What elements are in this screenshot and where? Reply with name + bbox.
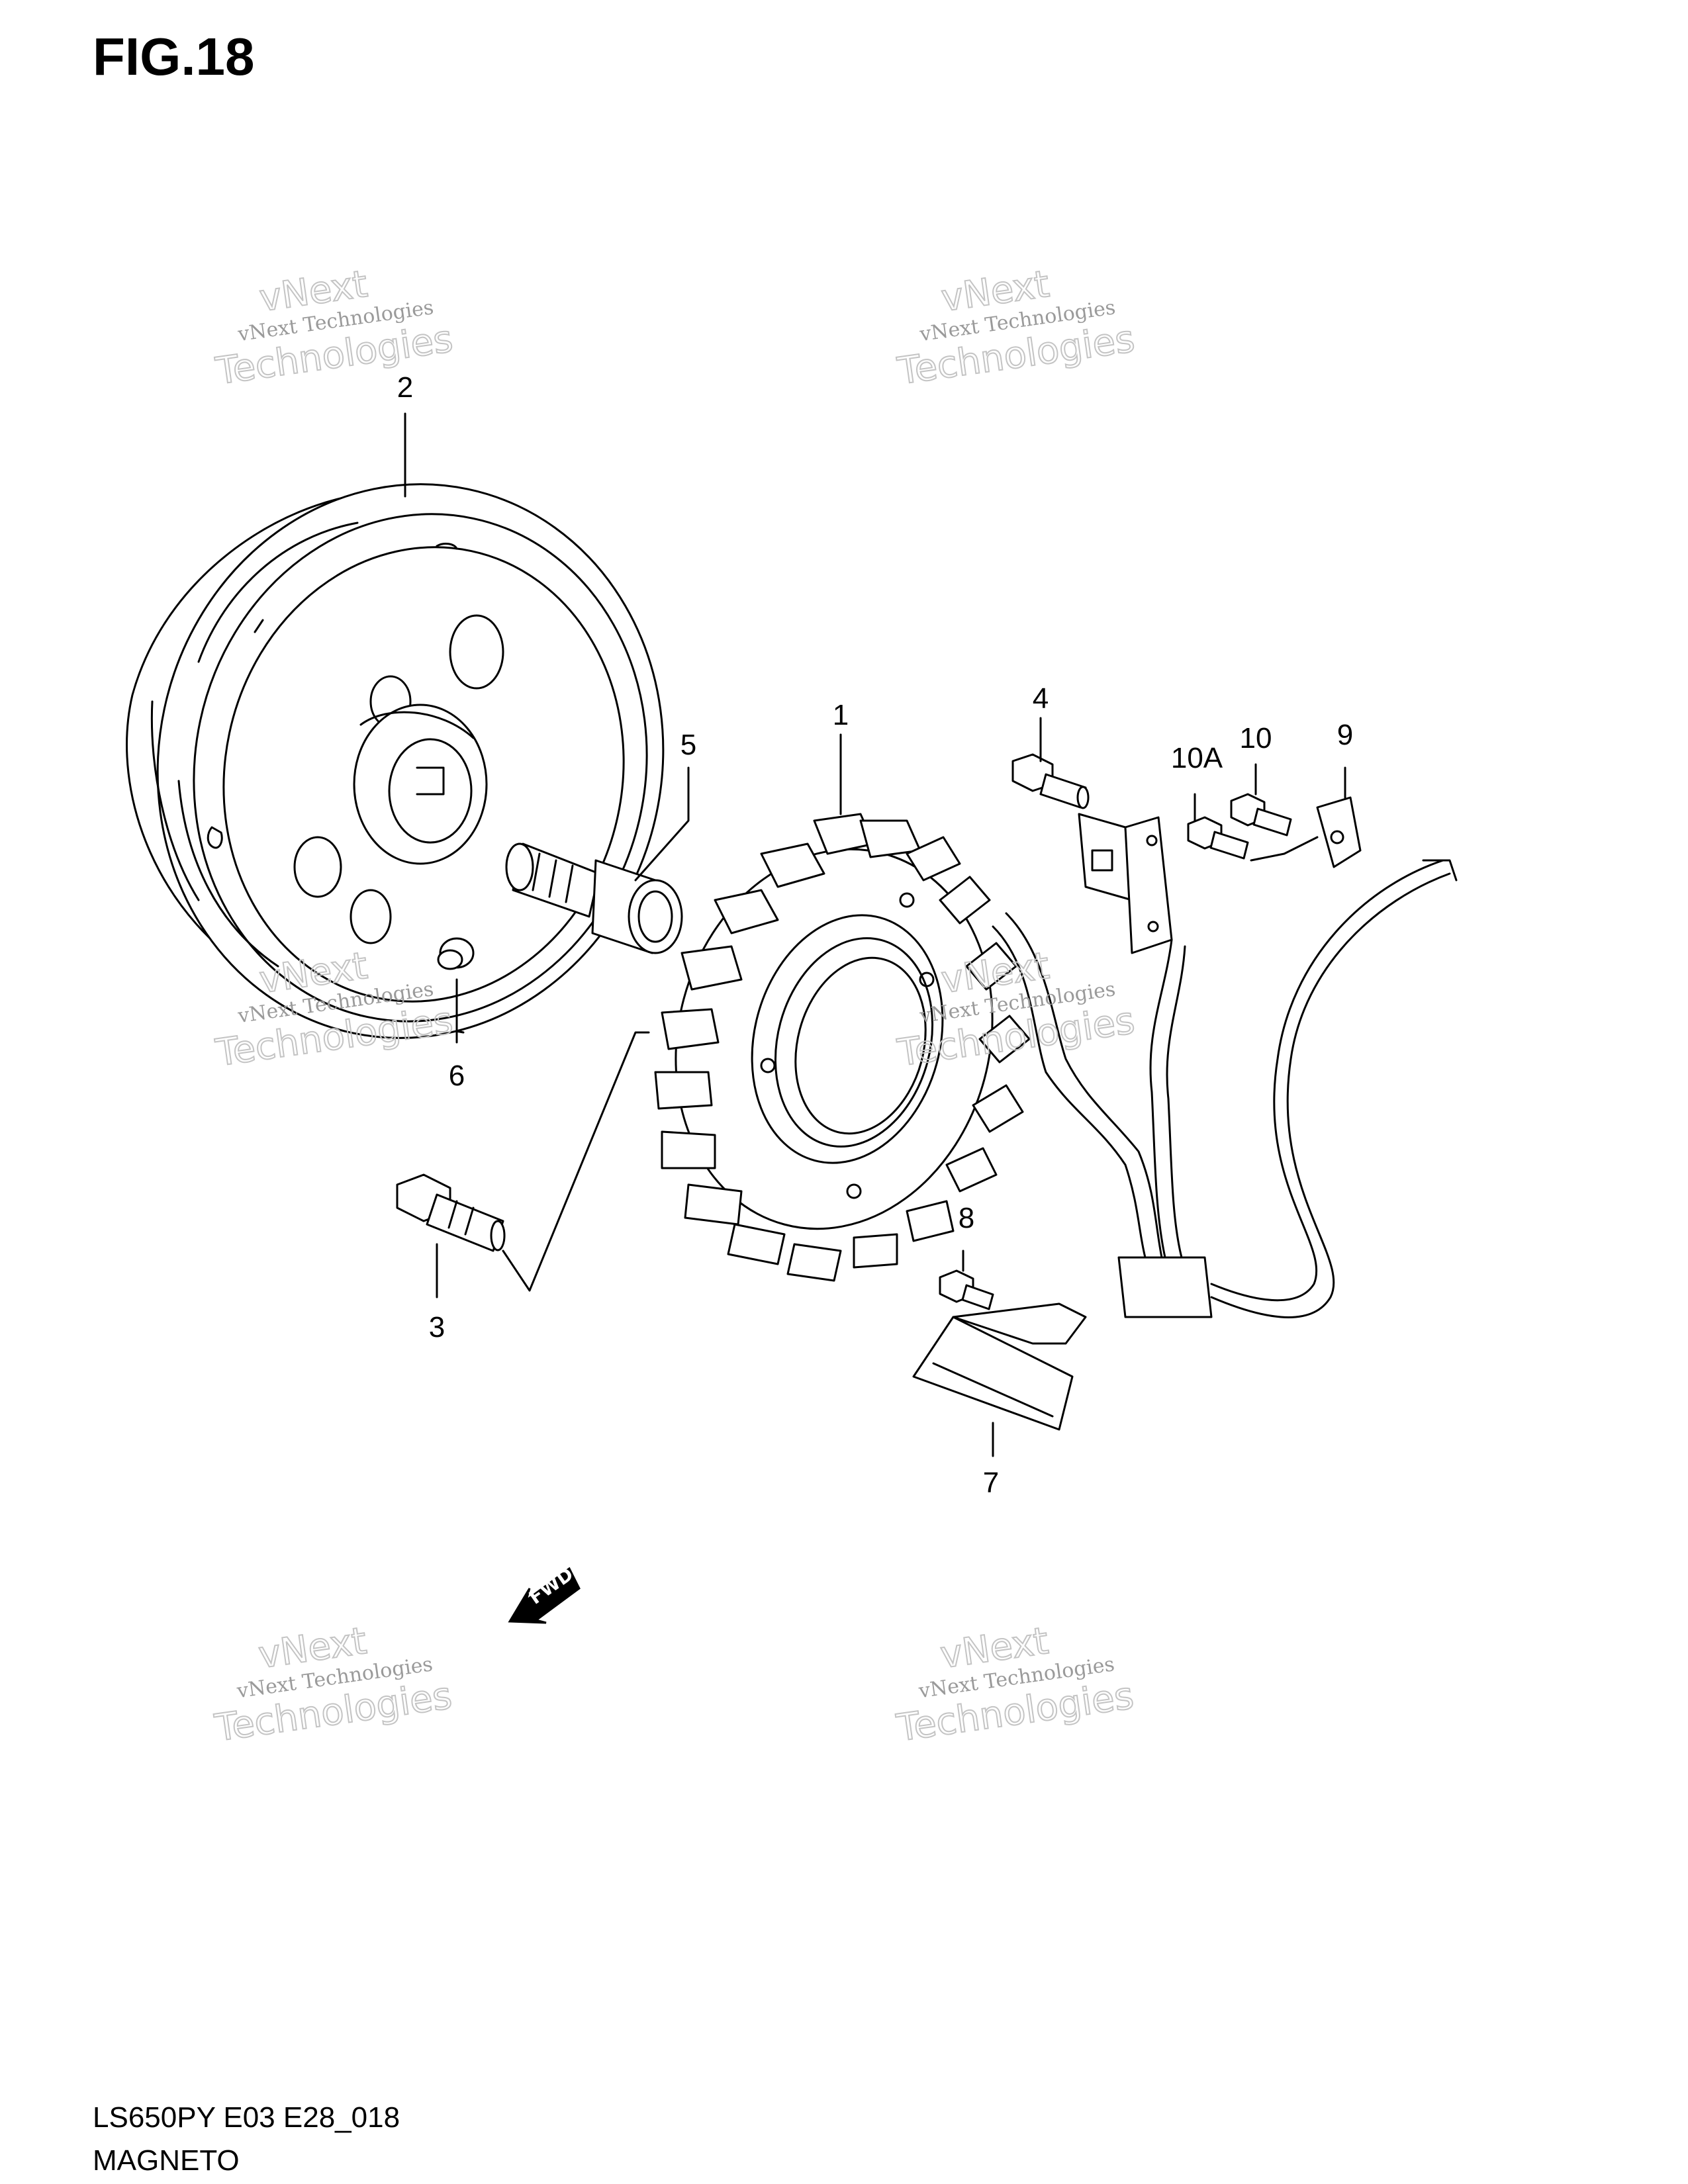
watermark-top-left: vNext vNext Technologies Technologies	[212, 262, 456, 394]
callout-9: 9	[1337, 719, 1353, 751]
callout-5: 5	[680, 729, 696, 761]
callout-10A: 10A	[1171, 742, 1223, 774]
stator-part-1	[654, 813, 1031, 1282]
wire-harness	[992, 859, 1458, 1318]
rotor-part-2	[126, 483, 665, 1039]
key-part-6	[437, 949, 463, 970]
watermark-top-center: vNext vNext Technologies Technologies	[894, 262, 1138, 394]
wire-clamp-part-7	[912, 1302, 1087, 1431]
clamp-part-9	[1316, 796, 1362, 868]
callout-3: 3	[429, 1311, 445, 1343]
forward-arrow-icon: FWD	[508, 1563, 581, 1624]
leader-lines	[404, 412, 1346, 1457]
callout-7: 7	[983, 1467, 999, 1499]
callout-4: 4	[1033, 682, 1049, 715]
callout-10: 10	[1240, 722, 1272, 754]
watermark-bottom-center: vNext vNext Technologies Technologies	[893, 1619, 1137, 1751]
callout-2: 2	[397, 371, 413, 404]
watermark-bottom-left: vNext vNext Technologies Technologies	[211, 1619, 455, 1751]
pickup-bolt-part-4	[1011, 753, 1090, 809]
figure-title: FIG.18	[93, 27, 255, 86]
screw-part-10A	[1187, 816, 1249, 860]
callout-1: 1	[833, 699, 849, 731]
rotor-bolt-part-5	[505, 842, 683, 954]
model-code: LS650PY E03 E28_018	[93, 2101, 400, 2134]
pickup-coil	[1078, 813, 1173, 954]
bolt-part-8	[939, 1269, 994, 1310]
callout-6: 6	[449, 1060, 465, 1092]
figure-name: MAGNETO	[93, 2144, 240, 2177]
stator-bolt-part-3	[396, 1173, 506, 1252]
screw-part-10	[1230, 793, 1292, 837]
callout-8: 8	[959, 1202, 974, 1234]
